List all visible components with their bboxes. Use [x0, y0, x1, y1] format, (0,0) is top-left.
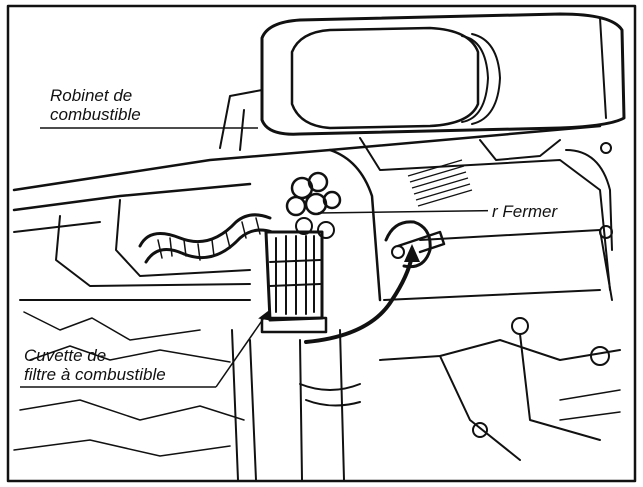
fuel-hose	[138, 213, 274, 264]
close-arrow	[304, 244, 420, 344]
valve-label: Robinet de combustible	[50, 86, 141, 124]
close-label-box: r Fermer	[488, 202, 562, 221]
bowl-label: Cuvette de filtre à combustible	[24, 346, 166, 384]
figure-frame	[6, 4, 637, 483]
linkage	[379, 317, 621, 461]
filter-bowl	[231, 230, 361, 481]
close-marker: r	[492, 202, 503, 221]
valve-label-line-2: combustible	[50, 105, 141, 124]
vent-grille	[407, 159, 473, 207]
bowl-label-line-1: Cuvette de	[24, 346, 107, 365]
engine-body	[12, 89, 613, 457]
bowl-label-line-2: filtre à combustible	[24, 365, 166, 384]
valve-label-line-1: Robinet de	[50, 86, 133, 105]
shutoff-lever	[384, 220, 446, 269]
air-cleaner	[260, 12, 626, 136]
close-label: Fermer	[502, 202, 558, 221]
fuel-valve	[285, 171, 342, 239]
